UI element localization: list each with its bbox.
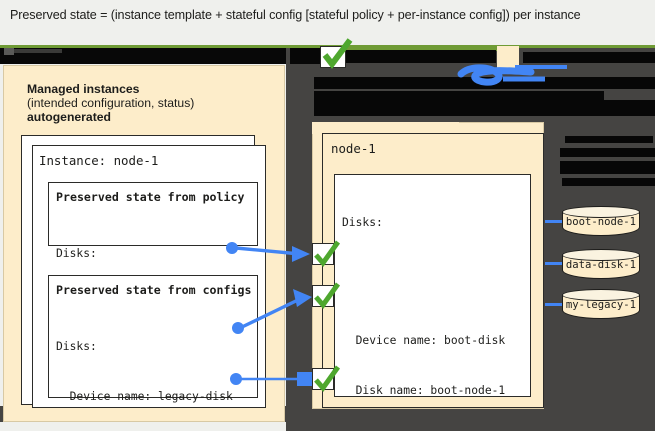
disk-cylinder-label: boot-node-1 [565,216,637,228]
preserved-state-policy-box [48,182,258,246]
top-redaction-nub [4,48,14,55]
disk-cylinder-top [562,289,640,301]
preserved-state-configs-box [48,275,258,398]
check-badge-top [320,38,353,69]
blue-scribble-annotation [457,64,567,86]
page-caption: Preserved state = (instance template + s… [10,8,581,22]
disk-cylinder-label: my-legacy-1 [565,299,637,311]
cylinder-connector-line-2 [545,262,567,265]
managed-instances-subtitle: (intended configuration, status) [27,96,195,110]
cylinder-connector-line-1 [545,220,567,223]
node-disk-0-name-value: boot-node-1 [430,384,506,397]
node-disks-label: Disks: [342,216,383,229]
disk-cylinder-boot-node-1: boot-node-1 [562,206,640,238]
redaction-bar-row2 [314,91,604,102]
cream-marker-block [497,46,519,68]
green-check-icon [314,240,341,268]
disk-cylinder-top [562,206,640,218]
redaction-bar-row3 [314,100,655,116]
top-redaction-nub-secondary [14,49,62,53]
configs-device-name: Device name: legacy-disk [56,390,233,403]
check-badge-data-disk [312,240,341,268]
green-check-icon [314,365,341,393]
green-check-icon [314,282,341,310]
redaction-bar-side2 [560,148,655,157]
node-disk-0-name-prefix: Disk name: [342,384,431,397]
bottom-left-page-strip [0,422,286,431]
redaction-bar-top-left [290,48,320,64]
node-disks-body: Disks: Device name: boot-disk Disk name:… [342,180,519,431]
green-check-icon [322,38,353,69]
node-card-title: node-1 [331,141,376,156]
cylinder-connector-line-3 [545,303,567,306]
configs-disks-label: Disks: [56,340,97,353]
top-green-highlight-bar [335,45,507,51]
redaction-bar-side1 [565,136,653,143]
configs-box-body: Disks: Device name: legacy-disk Disk nam… [56,304,233,431]
redaction-bar-top-mid [346,50,496,63]
managed-instances-title: Managed instances [27,82,140,96]
disk-cylinder-top [562,249,640,261]
policy-box-heading: Preserved state from policy [56,190,245,204]
node-disk-0-device: Device name: boot-disk [342,334,506,347]
managed-instances-autogenerated-label: autogenerated [27,110,111,124]
redaction-bar-top-right [523,52,655,63]
redaction-bar-side4 [562,178,655,186]
node-disks-box [334,174,531,397]
redaction-bar-side3 [560,161,655,174]
node-spacer-1 [342,266,519,280]
check-badge-legacy-disk [312,282,341,310]
disk-cylinder-data-disk-1: data-disk-1 [562,249,640,281]
policy-disks-label: Disks: [56,247,97,260]
configs-box-heading: Preserved state from configs [56,283,252,297]
disk-cylinder-label: data-disk-1 [565,259,637,271]
disk-cylinder-my-legacy-1: my-legacy-1 [562,289,640,321]
check-badge-node-id [312,365,341,393]
node-panel-top-strip [312,122,459,134]
node-disk-0-name-row: Disk name: boot-node-1 [342,384,519,398]
instance-card-title: Instance: node-1 [39,153,159,168]
